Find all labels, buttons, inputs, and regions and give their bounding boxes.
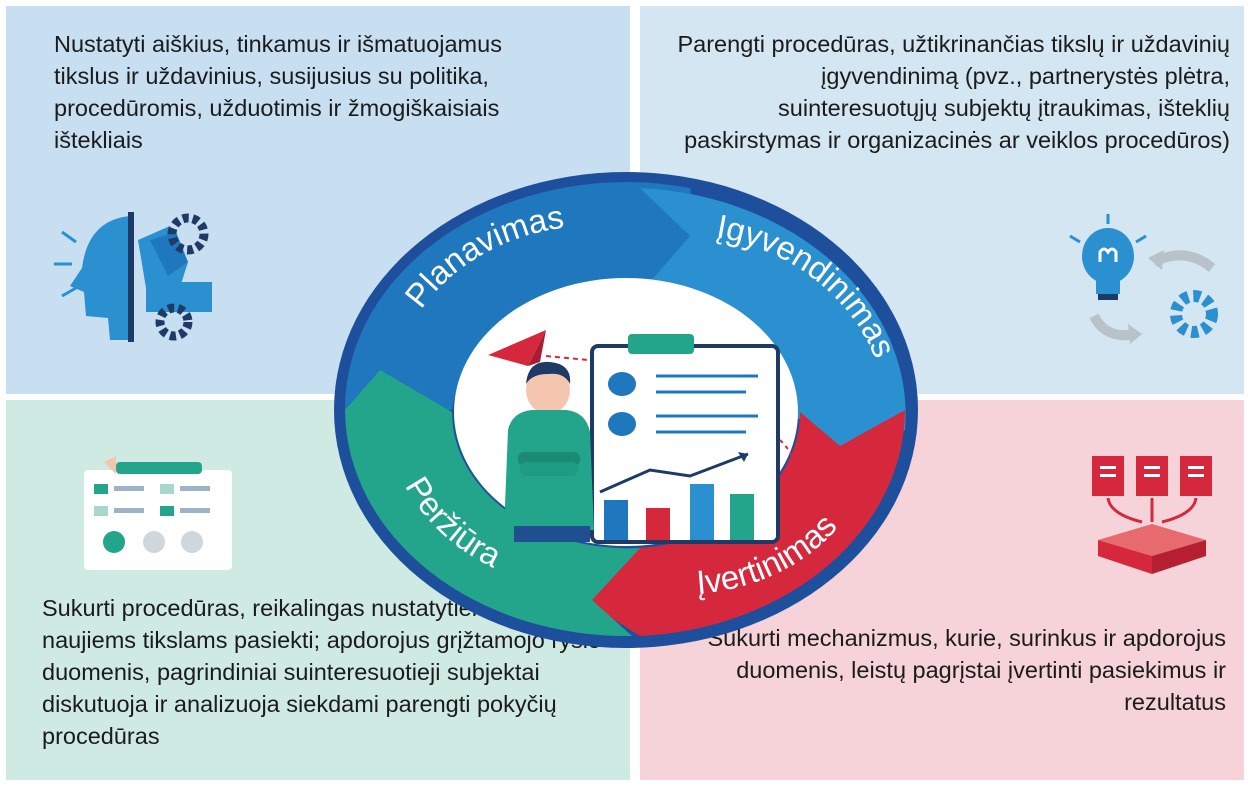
- evaluation-description: Sukurti mechanizmus, kurie, surinkus ir …: [707, 625, 1226, 715]
- implementation-segment: [640, 188, 906, 460]
- implementation-description: Parengti procedūras, užtikrinančias tiks…: [677, 31, 1230, 153]
- planning-description: Nustatyti aiškius, tinkamus ir išmatuoja…: [54, 31, 502, 153]
- review-segment: [345, 370, 640, 637]
- planning-segment: [344, 182, 700, 410]
- documents-merge-icon: [1092, 456, 1212, 574]
- lightbulb-cycle-icon: [1069, 214, 1218, 344]
- person-clipboard-chart-icon: [488, 330, 800, 544]
- checklist-feedback-icon: [84, 456, 232, 570]
- head-gears-icon: [54, 212, 212, 342]
